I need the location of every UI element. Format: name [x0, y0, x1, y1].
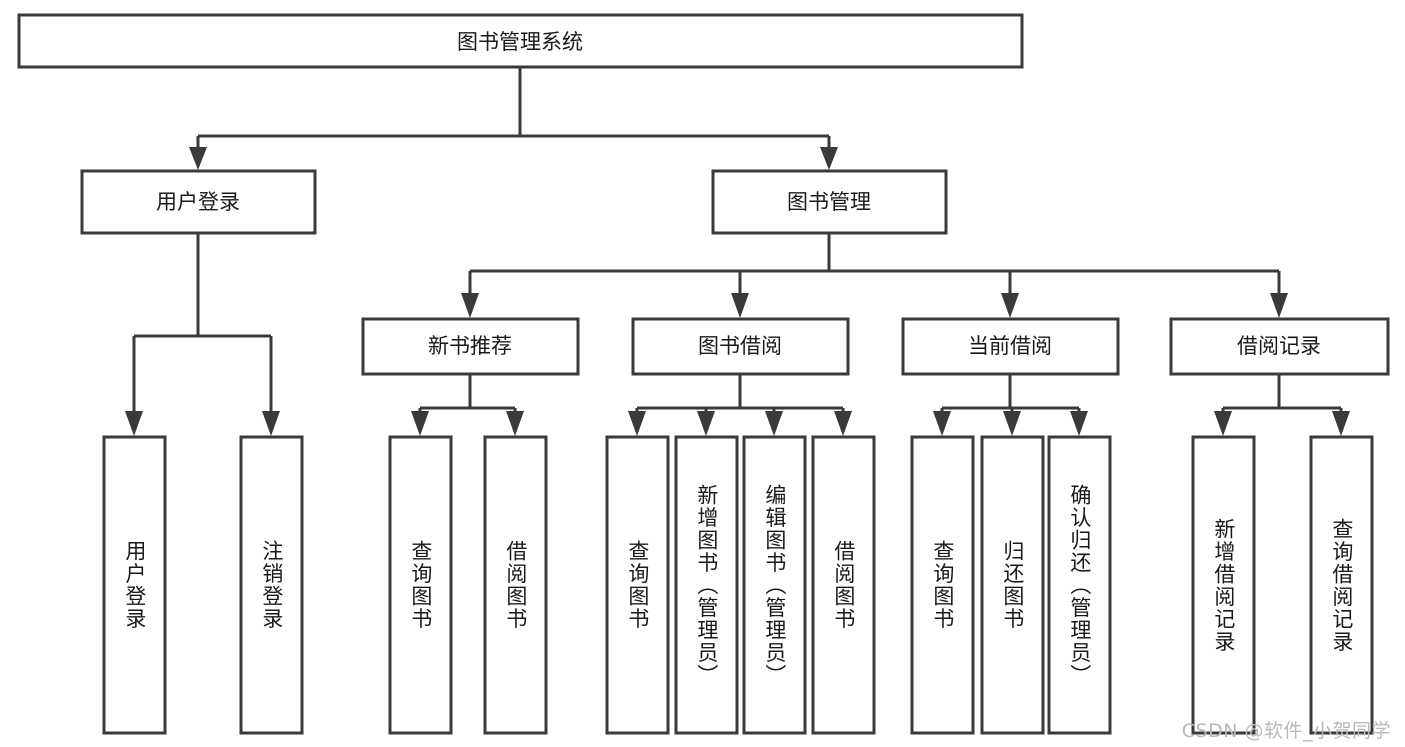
node-book-borrow[interactable]: 图书借阅	[631, 317, 850, 376]
leaf-boxes-borrow-record	[1191, 435, 1374, 735]
leaf-boxes-book-borrow	[605, 435, 876, 735]
arrow-bb-leaf-4	[834, 411, 852, 436]
leaf-box-user-logout[interactable]	[239, 435, 304, 735]
node-book-manage-label: 图书管理	[787, 190, 871, 214]
leaf-box-add-book[interactable]	[674, 435, 739, 735]
arrow-to-new-book-recommend	[461, 293, 479, 318]
node-borrow-record[interactable]: 借阅记录	[1169, 317, 1390, 376]
leaf-box-query-book-2[interactable]	[605, 435, 670, 735]
arrow-bb-leaf-1	[628, 411, 646, 436]
leaf-box-borrow-book-2[interactable]	[811, 435, 876, 735]
arrow-cb-leaf-2	[1003, 411, 1021, 436]
connectors-user-login-to-leaves	[125, 233, 280, 436]
leaf-boxes-current-borrow	[910, 435, 1112, 735]
node-book-manage[interactable]: 图书管理	[711, 169, 948, 235]
connectors-root-to-level2	[189, 67, 838, 170]
leaf-boxes-new-book-recommend	[388, 435, 548, 735]
arrow-br-leaf-2	[1332, 411, 1350, 436]
node-user-login[interactable]: 用户登录	[80, 169, 317, 235]
arrow-cb-leaf-1	[933, 411, 951, 436]
arrow-nbr-leaf-1	[411, 411, 429, 436]
node-book-manage-box[interactable]	[711, 169, 948, 235]
connectors-new-book-recommend-to-leaves	[411, 374, 524, 436]
arrow-to-current-borrow	[1001, 293, 1019, 318]
arrow-user-login-leaf-2	[262, 411, 280, 436]
node-book-borrow-label: 图书借阅	[698, 334, 782, 358]
node-book-borrow-box[interactable]	[631, 317, 850, 376]
connectors-current-borrow-to-leaves	[933, 374, 1088, 436]
node-new-book-recommend-label: 新书推荐	[428, 334, 512, 358]
node-new-book-recommend-box[interactable]	[361, 317, 580, 376]
node-borrow-record-box[interactable]	[1169, 317, 1390, 376]
arrow-nbr-leaf-2	[506, 411, 524, 436]
leaf-boxes-user-login	[102, 435, 304, 735]
arrow-to-book-manage	[820, 147, 838, 170]
leaf-box-user-login[interactable]	[102, 435, 167, 735]
node-new-book-recommend[interactable]: 新书推荐	[361, 317, 580, 376]
arrow-br-leaf-1	[1214, 411, 1232, 436]
leaf-box-edit-book[interactable]	[742, 435, 807, 735]
arrow-to-borrow-record	[1270, 293, 1288, 318]
node-current-borrow[interactable]: 当前借阅	[901, 317, 1120, 376]
leaf-box-confirm-return[interactable]	[1047, 435, 1112, 735]
node-borrow-record-label: 借阅记录	[1237, 334, 1321, 358]
arrow-to-user-login	[189, 147, 207, 170]
arrow-bb-leaf-2	[697, 411, 715, 436]
node-current-borrow-label: 当前借阅	[968, 334, 1052, 358]
leaf-box-borrow-book-1[interactable]	[483, 435, 548, 735]
node-root-label: 图书管理系统	[457, 30, 583, 54]
node-root-box[interactable]	[17, 13, 1024, 69]
leaf-box-add-record[interactable]	[1191, 435, 1256, 735]
node-current-borrow-box[interactable]	[901, 317, 1120, 376]
leaf-box-query-book-3[interactable]	[910, 435, 975, 735]
arrow-to-book-borrow	[731, 293, 749, 318]
connectors-book-borrow-to-leaves	[628, 374, 852, 436]
arrow-cb-leaf-3	[1070, 411, 1088, 436]
leaf-box-query-book-1[interactable]	[388, 435, 453, 735]
node-user-login-label: 用户登录	[156, 190, 240, 214]
arrow-user-login-leaf-1	[125, 411, 143, 436]
node-root[interactable]: 图书管理系统	[17, 13, 1024, 69]
connectors-book-manage-to-level3	[461, 233, 1288, 318]
connectors-borrow-record-to-leaves	[1214, 374, 1350, 436]
node-user-login-box[interactable]	[80, 169, 317, 235]
arrow-bb-leaf-3	[765, 411, 783, 436]
leaf-box-query-record[interactable]	[1309, 435, 1374, 735]
leaf-box-return-book[interactable]	[980, 435, 1045, 735]
